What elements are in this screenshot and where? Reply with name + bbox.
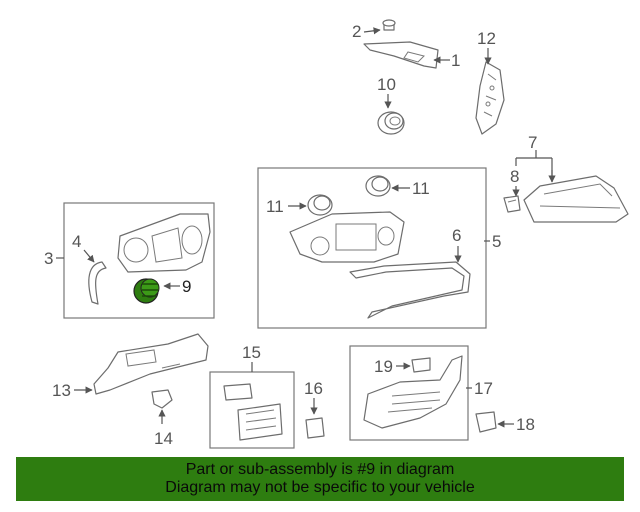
part-8-clip[interactable] (503, 195, 521, 213)
callout-7: 7 (528, 133, 537, 152)
callout-16: 16 (304, 379, 323, 398)
callout-19: 19 (374, 357, 393, 376)
leader-4 (83, 249, 95, 263)
callout-6: 6 (452, 226, 461, 245)
callout-11-right: 11 (412, 179, 430, 198)
callout-5: 5 (492, 232, 501, 251)
callout-18: 18 (516, 415, 535, 434)
group-box-3 (63, 202, 215, 319)
part-19-clip[interactable] (411, 357, 431, 373)
part-9-vent-highlighted[interactable] (133, 278, 160, 304)
callout-4: 4 (72, 232, 81, 251)
info-banner: Part or sub-assembly is #9 in diagram Di… (16, 457, 624, 501)
callout-10: 10 (377, 75, 396, 94)
part-16-switch[interactable] (305, 417, 325, 439)
callout-17: 17 (474, 379, 493, 398)
callout-2: 2 (352, 22, 361, 41)
part-15-switch-panel[interactable] (223, 383, 283, 441)
group-box-17 (349, 345, 469, 441)
leader-7 (515, 150, 553, 182)
part-11-left-vent[interactable] (307, 194, 333, 216)
part-7-glove-box[interactable] (523, 175, 629, 223)
part-13-lower-panel[interactable] (93, 333, 209, 395)
callout-15: 15 (242, 343, 261, 362)
banner-line-2: Diagram may not be specific to your vehi… (165, 479, 475, 496)
part-2-knob[interactable] (382, 19, 396, 31)
part-14-clip[interactable] (151, 389, 173, 409)
callout-13: 13 (52, 381, 71, 400)
part-12-side-panel[interactable] (475, 61, 505, 135)
part-17-switch-bezel[interactable] (363, 355, 463, 429)
part-3-cluster-bezel[interactable] (117, 213, 211, 273)
callout-8: 8 (510, 167, 519, 186)
leader-2 (363, 27, 381, 35)
part-5-center-panel[interactable] (289, 211, 405, 263)
callout-9: 9 (182, 277, 191, 296)
callout-3: 3 (44, 249, 53, 268)
group-box-5 (257, 167, 487, 329)
part-4-trim-strip[interactable] (88, 261, 107, 305)
part-1-bracket[interactable] (363, 41, 439, 69)
part-18-connector[interactable] (475, 411, 497, 433)
callout-12: 12 (477, 29, 496, 48)
banner-line-1: Part or sub-assembly is #9 in diagram (185, 461, 455, 478)
part-10-vent[interactable] (377, 111, 405, 135)
callout-11-left: 11 (266, 197, 284, 216)
callout-14: 14 (154, 429, 173, 448)
part-11-right-vent[interactable] (365, 175, 391, 197)
part-6-trim-panel[interactable] (349, 261, 471, 319)
callout-1: 1 (451, 51, 460, 70)
